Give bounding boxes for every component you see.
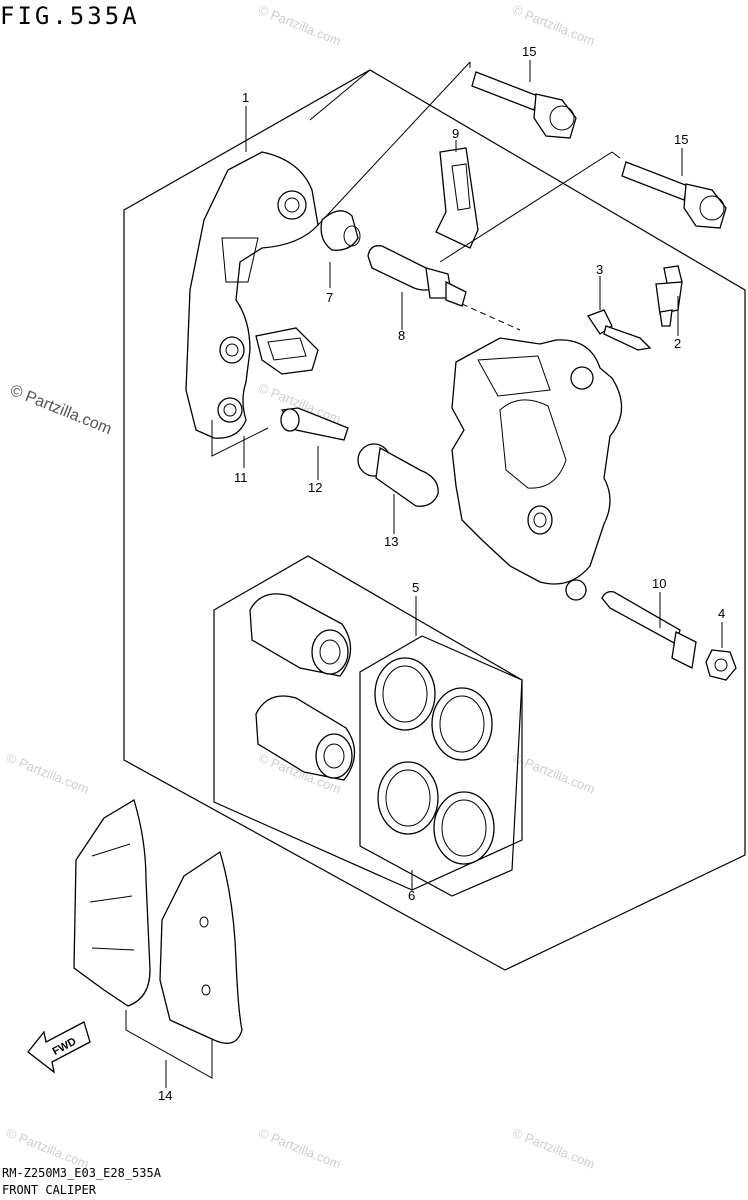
callout-2: 2 [674, 336, 681, 351]
seal-ring-1 [374, 657, 436, 731]
seal-frame [359, 635, 523, 897]
seal-ring-3 [377, 761, 439, 835]
caliper-bracket [185, 151, 319, 439]
brake-pad-left [73, 799, 151, 1007]
pad-spring-clip [255, 327, 319, 375]
callout-labels: 1 2 3 4 5 6 7 8 9 10 11 12 13 14 15 15 [158, 44, 725, 1103]
callout-4: 4 [718, 606, 725, 621]
leader-lines [165, 60, 723, 1088]
callout-1: 1 [242, 90, 249, 105]
bolt-part-15-lower [621, 161, 727, 229]
callout-14: 14 [158, 1088, 172, 1103]
callout-15-upper: 15 [522, 44, 536, 59]
callout-9: 9 [452, 126, 459, 141]
caliper-body [451, 337, 623, 601]
callout-15-lower: 15 [674, 132, 688, 147]
seal-ring-4 [433, 791, 495, 865]
nut-part-4 [705, 649, 737, 681]
pin-part-12 [280, 407, 349, 441]
pad-plate-part-9 [435, 147, 479, 249]
callout-6: 6 [408, 888, 415, 903]
figure-name: FRONT CALIPER [2, 1183, 96, 1197]
callout-3: 3 [596, 262, 603, 277]
bolt-part-15-upper [471, 71, 577, 139]
piston-lower [255, 695, 356, 781]
brake-pad-right [159, 850, 243, 1044]
callout-8: 8 [398, 328, 405, 343]
callout-11: 11 [234, 470, 248, 485]
callout-13: 13 [384, 534, 398, 549]
slide-pin-part-10 [601, 590, 697, 669]
model-code: RM-Z250M3_E03_E28_535A [2, 1166, 161, 1180]
bleeder-cap-part-3 [587, 309, 652, 351]
seal-ring-2 [431, 687, 493, 761]
boot-part-7 [320, 210, 361, 251]
callout-5: 5 [412, 580, 419, 595]
figure-title: FIG.535A [0, 2, 140, 30]
callout-7: 7 [326, 290, 333, 305]
forward-arrow-icon: FWD [27, 1021, 91, 1074]
bleeder-valve-part-2 [655, 265, 683, 327]
boot-part-13 [357, 443, 439, 507]
callout-10: 10 [652, 576, 666, 591]
callout-12: 12 [308, 480, 322, 495]
slide-pin-part-8 [367, 245, 467, 307]
piston-upper [249, 593, 352, 677]
piston-frame [213, 555, 523, 891]
